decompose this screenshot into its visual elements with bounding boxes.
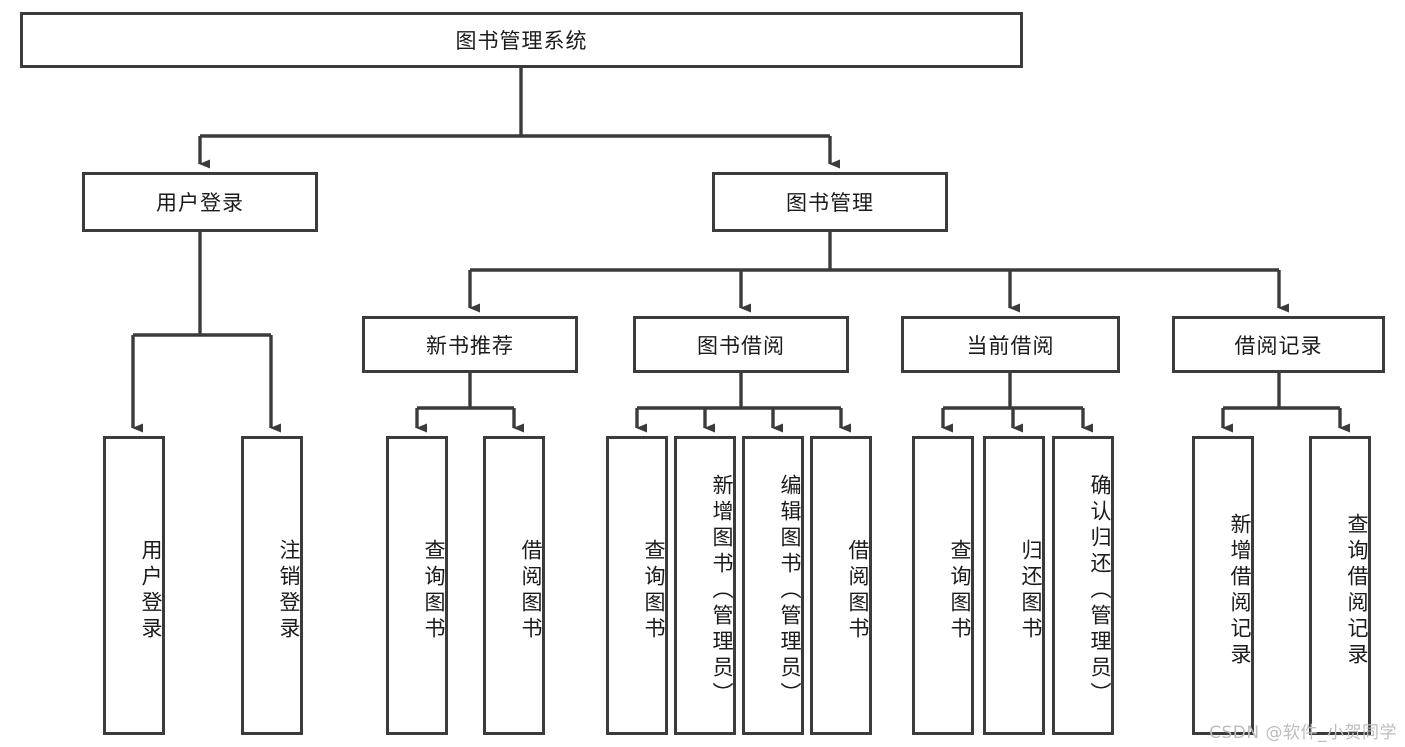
node-borrow-record-label: 借阅记录 — [1234, 333, 1323, 358]
node-leaf-user-login[interactable]: 用户登录 — [103, 436, 165, 735]
node-leaf-query-book-1-label: 查询图书 — [422, 538, 446, 643]
node-leaf-add-record-label: 新增借阅记录 — [1228, 512, 1252, 669]
node-leaf-confirm-return[interactable]: 确认归还（管理员） — [1052, 436, 1114, 735]
node-new-book-recommend[interactable]: 新书推荐 — [362, 316, 578, 373]
node-leaf-borrow-book-2-label: 借阅图书 — [846, 538, 870, 643]
node-leaf-borrow-book-2[interactable]: 借阅图书 — [810, 436, 872, 735]
node-leaf-query-record[interactable]: 查询借阅记录 — [1309, 436, 1371, 735]
node-leaf-query-book-2-label: 查询图书 — [642, 538, 666, 643]
node-leaf-edit-book[interactable]: 编辑图书（管理员） — [742, 436, 804, 735]
node-leaf-edit-book-label: 编辑图书（管理员） — [778, 473, 802, 708]
node-leaf-return-book-label: 归还图书 — [1019, 538, 1043, 643]
node-leaf-add-book-label: 新增图书（管理员） — [710, 473, 734, 708]
node-user-login-label: 用户登录 — [156, 191, 244, 215]
node-user-login[interactable]: 用户登录 — [82, 172, 318, 232]
node-leaf-user-logout-label: 注销登录 — [277, 538, 301, 643]
node-leaf-add-book[interactable]: 新增图书（管理员） — [674, 436, 736, 735]
node-leaf-borrow-book-1-label: 借阅图书 — [519, 538, 543, 643]
node-book-manage[interactable]: 图书管理 — [712, 172, 948, 232]
node-leaf-query-record-label: 查询借阅记录 — [1345, 512, 1369, 669]
node-leaf-query-book-2[interactable]: 查询图书 — [606, 436, 668, 735]
node-leaf-query-book-1[interactable]: 查询图书 — [386, 436, 448, 735]
node-new-book-recommend-label: 新书推荐 — [426, 333, 514, 358]
node-current-borrow-label: 当前借阅 — [966, 333, 1055, 358]
node-root-label: 图书管理系统 — [455, 29, 588, 53]
node-leaf-add-record[interactable]: 新增借阅记录 — [1192, 436, 1254, 735]
node-leaf-return-book[interactable]: 归还图书 — [983, 436, 1045, 735]
node-leaf-borrow-book-1[interactable]: 借阅图书 — [483, 436, 545, 735]
node-borrow-record[interactable]: 借阅记录 — [1172, 316, 1385, 373]
node-leaf-user-logout[interactable]: 注销登录 — [241, 436, 303, 735]
node-current-borrow[interactable]: 当前借阅 — [901, 316, 1120, 373]
node-book-borrow-label: 图书借阅 — [697, 333, 785, 358]
node-book-borrow[interactable]: 图书借阅 — [633, 316, 849, 373]
node-leaf-query-book-3-label: 查询图书 — [948, 538, 972, 643]
node-book-manage-label: 图书管理 — [786, 191, 874, 215]
watermark: CSDN @软件_小贺同学 — [1209, 723, 1397, 743]
node-root[interactable]: 图书管理系统 — [20, 12, 1023, 68]
node-leaf-query-book-3[interactable]: 查询图书 — [912, 436, 974, 735]
node-leaf-confirm-return-label: 确认归还（管理员） — [1088, 473, 1112, 708]
node-leaf-user-login-label: 用户登录 — [139, 538, 163, 643]
